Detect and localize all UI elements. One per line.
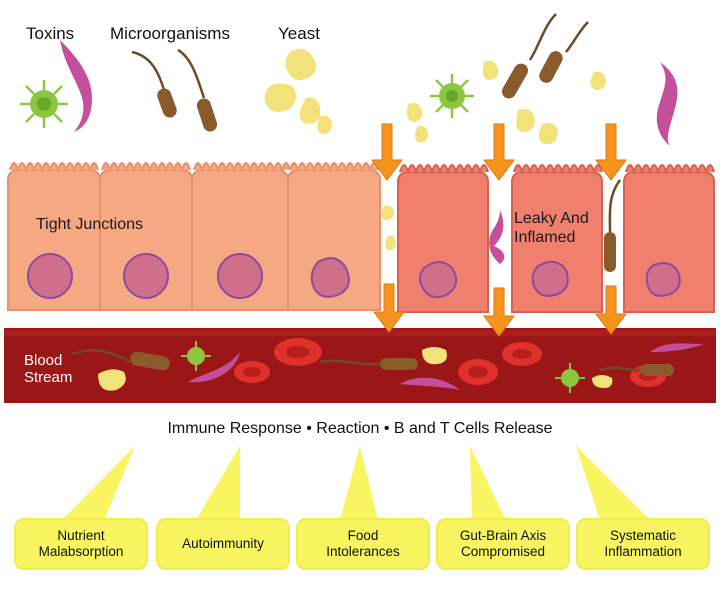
virus-icon: [20, 80, 68, 128]
toxin-icon: [60, 40, 92, 132]
healthy-cells: [7, 162, 381, 311]
outcome-box: Autoimmunity: [156, 518, 290, 570]
nucleus: [217, 253, 263, 299]
bacteria-icon: [604, 179, 622, 272]
inflamed-cells: [397, 164, 715, 313]
blood-stream-line1: Blood: [24, 352, 63, 369]
toxin-icon: [489, 210, 505, 264]
virus-icon: [430, 74, 474, 118]
outcome-label: Food Intolerances: [326, 528, 400, 559]
nucleus: [123, 253, 169, 299]
toxins-label: Toxins: [26, 24, 75, 43]
yeast-label: Yeast: [278, 24, 320, 43]
virus-icon: [181, 341, 211, 371]
healthy-cell: [287, 162, 381, 311]
toxin-icon: [656, 62, 678, 146]
outcome-label: Nutrient Malabsorption: [38, 528, 124, 559]
outcome-label: Autoimmunity: [182, 536, 264, 551]
healthy-cell: [99, 162, 193, 311]
microorganisms-label: Microorganisms: [110, 24, 230, 43]
bacteria-icon: [502, 13, 557, 99]
inflamed-cell: [511, 164, 603, 313]
bacteria-icon: [599, 364, 674, 376]
outcome-box: Gut-Brain Axis Compromised: [436, 518, 570, 570]
blood-stream-highlight: [4, 330, 716, 336]
bacteria-icon: [319, 358, 418, 370]
nucleus: [419, 261, 458, 299]
nucleus: [645, 262, 681, 297]
callout-connectors: [62, 446, 650, 520]
healthy-cell: [7, 162, 101, 311]
outcome-label: Systematic Inflammation: [604, 528, 682, 559]
outcome-label: Gut-Brain Axis Compromised: [459, 528, 547, 559]
bacteria-icon: [131, 50, 177, 118]
leaky-line2: Inflamed: [514, 229, 576, 246]
nucleus: [27, 253, 73, 299]
yeast-icon: [264, 48, 606, 251]
inflamed-cell: [397, 164, 489, 313]
blood-stream-line2: Stream: [24, 369, 73, 386]
blood-stream-label: Blood Stream: [24, 352, 72, 386]
toxin-icon: [188, 343, 704, 390]
bacteria-icon: [177, 48, 218, 132]
nucleus: [310, 257, 350, 298]
arrow-icon: [371, 123, 627, 337]
bacteria-icon: [539, 21, 589, 83]
blood-stream-band: [4, 328, 716, 403]
virus-icon: [555, 363, 585, 393]
healthy-cell: [191, 162, 291, 311]
tight-junctions-label: Tight Junctions: [36, 216, 144, 233]
outcome-box: Systematic Inflammation: [576, 518, 710, 570]
immune-response-summary: Immune Response • Reaction • B and T Cel…: [167, 420, 553, 437]
outcome-box: Nutrient Malabsorption: [14, 518, 148, 570]
nucleus: [531, 260, 569, 297]
outcome-box: Food Intolerances: [296, 518, 430, 570]
leaky-label: Leaky And Inflamed: [514, 209, 589, 247]
bacteria-icon: [71, 349, 170, 371]
leaky-line1: Leaky And: [514, 210, 589, 227]
yeast-icon: [98, 347, 613, 391]
inflamed-cell: [623, 164, 715, 313]
